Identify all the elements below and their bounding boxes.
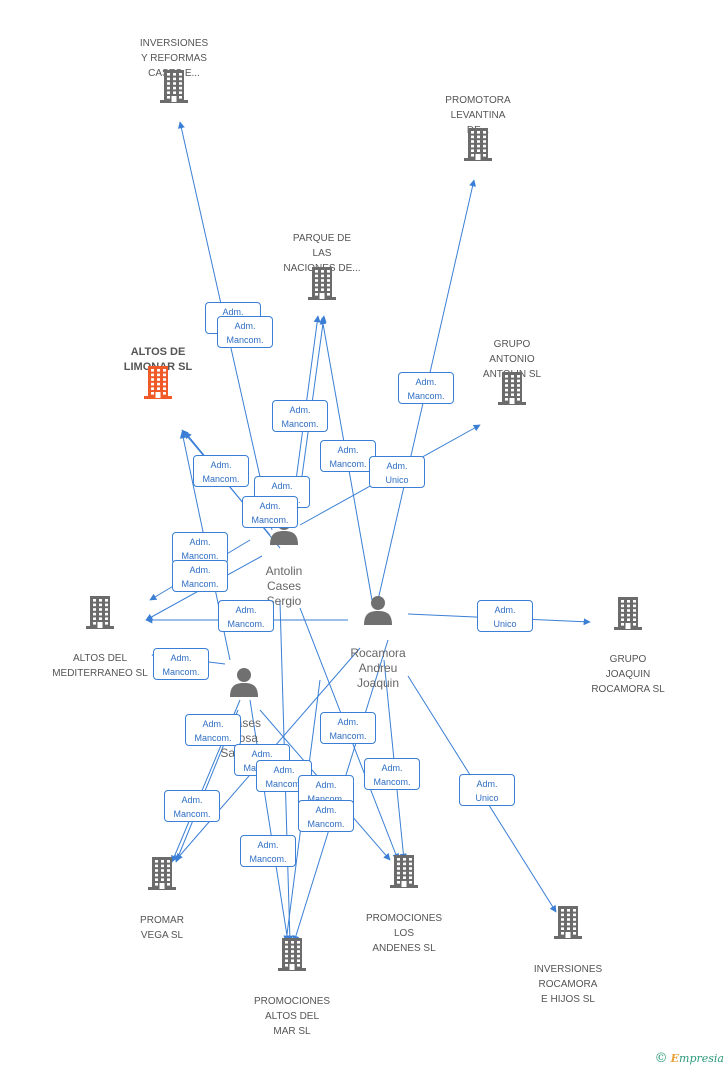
company-node-parque-naciones[interactable] xyxy=(307,266,337,300)
edge-role-label[interactable]: Adm. Unico xyxy=(477,600,533,632)
company-label-inversiones-rocamora[interactable]: INVERSIONES ROCAMORA E HIJOS SL xyxy=(534,962,602,1007)
building-icon xyxy=(308,267,336,300)
building-icon xyxy=(464,128,492,161)
company-name: PROMOCIONES LOS ANDENES SL xyxy=(365,913,443,954)
company-label-altos-mediterraneo[interactable]: ALTOS DEL MEDITERRANEO SL xyxy=(52,651,148,681)
company-name: PARQUE DE LAS NACIONES DE... xyxy=(283,233,361,274)
edge-line xyxy=(249,699,291,943)
person-node-cases-rosa[interactable] xyxy=(229,667,259,697)
company-label-grupo-joaquin-rocamora[interactable]: GRUPO JOAQUIN ROCAMORA SL xyxy=(591,652,664,697)
edge-role-label[interactable]: Adm. Mancom. xyxy=(272,400,328,432)
edge-role-label[interactable]: Adm. Mancom. xyxy=(153,648,209,680)
company-name: ALTOS DEL MEDITERRANEO SL xyxy=(52,653,148,679)
edge-role-label[interactable]: Adm. Mancom. xyxy=(320,440,376,472)
company-name: PROMOCIONES ALTOS DEL MAR SL xyxy=(253,996,331,1037)
building-icon xyxy=(498,372,526,405)
company-label-promar-vega[interactable]: PROMAR VEGA SL xyxy=(140,913,184,943)
edge-role-label[interactable]: Adm. Mancom. xyxy=(217,316,273,348)
building-icon xyxy=(144,366,172,399)
edge-role-label[interactable]: Adm. Mancom. xyxy=(185,714,241,746)
building-icon xyxy=(86,596,114,629)
person-label-rocamora[interactable]: Rocamora Andreu Joaquin xyxy=(350,646,405,691)
person-name: Rocamora Andreu Joaquin xyxy=(350,646,406,690)
edge-role-label[interactable]: Adm. Mancom. xyxy=(218,600,274,632)
company-name: INVERSIONES ROCAMORA E HIJOS SL xyxy=(533,964,603,1005)
person-icon xyxy=(364,596,392,625)
person-node-rocamora[interactable] xyxy=(363,595,393,625)
person-label-antolin[interactable]: Antolin Cases Sergio xyxy=(266,564,303,609)
edge-role-label[interactable]: Adm. Mancom. xyxy=(298,800,354,832)
company-label-parque-naciones[interactable]: PARQUE DE LAS NACIONES DE... xyxy=(283,231,360,276)
company-name: GRUPO JOAQUIN ROCAMORA SL xyxy=(591,654,665,695)
edge-role-label[interactable]: Adm. Mancom. xyxy=(193,455,249,487)
person-name: Antolin Cases Sergio xyxy=(265,564,303,608)
company-node-promar-vega[interactable] xyxy=(147,856,177,890)
edge-role-label[interactable]: Adm. Unico xyxy=(369,456,425,488)
brand-name: mpresia xyxy=(679,1052,724,1065)
company-label-promociones-andenes[interactable]: PROMOCIONES LOS ANDENES SL xyxy=(366,911,442,956)
brand-initial: E xyxy=(670,1052,680,1065)
building-icon xyxy=(614,597,642,630)
company-node-promociones-andenes[interactable] xyxy=(389,854,419,888)
empresia-brand[interactable]: ©Empresia xyxy=(655,1051,724,1066)
building-icon xyxy=(554,906,582,939)
edge-role-label[interactable]: Adm. Mancom. xyxy=(242,496,298,528)
company-node-grupo-joaquin-rocamora[interactable] xyxy=(613,596,643,630)
edge-role-label[interactable]: Adm. Mancom. xyxy=(240,835,296,867)
building-icon xyxy=(148,857,176,890)
building-icon xyxy=(390,855,418,888)
building-icon xyxy=(278,938,306,971)
company-node-inversiones-rocamora[interactable] xyxy=(553,905,583,939)
person-icon xyxy=(230,668,258,697)
company-node-promociones-altos-mar[interactable] xyxy=(277,937,307,971)
edge-role-label[interactable]: Adm. Mancom. xyxy=(398,372,454,404)
edge-role-label[interactable]: Adm. Mancom. xyxy=(164,790,220,822)
company-label-promociones-altos-mar[interactable]: PROMOCIONES ALTOS DEL MAR SL xyxy=(254,994,330,1039)
company-node-altos-limonar[interactable] xyxy=(143,365,173,399)
company-node-inversiones-reformas[interactable] xyxy=(159,69,189,103)
edge-role-label[interactable]: Adm. Mancom. xyxy=(172,560,228,592)
copyright-symbol: © xyxy=(654,1051,668,1066)
company-node-altos-mediterraneo[interactable] xyxy=(85,595,115,629)
company-node-grupo-antonio-antolin[interactable] xyxy=(497,371,527,405)
edge-role-label[interactable]: Adm. Unico xyxy=(459,774,515,806)
company-name: PROMAR VEGA SL xyxy=(140,915,184,941)
edge-role-label[interactable]: Adm. Mancom. xyxy=(364,758,420,790)
building-icon xyxy=(160,70,188,103)
edge-role-label[interactable]: Adm. Mancom. xyxy=(172,532,228,564)
company-node-promotora-levantina[interactable] xyxy=(463,127,493,161)
edge-role-label[interactable]: Adm. Mancom. xyxy=(320,712,376,744)
